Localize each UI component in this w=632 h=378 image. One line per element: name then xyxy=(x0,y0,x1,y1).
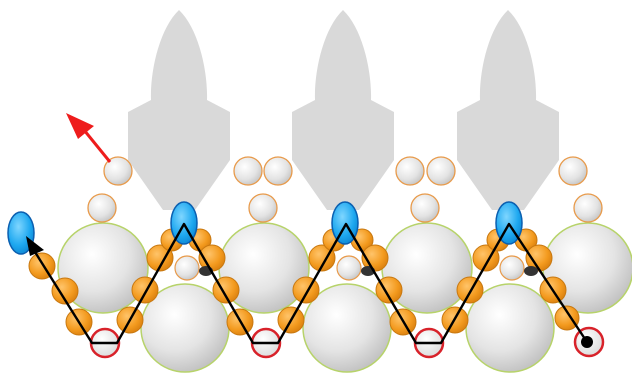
small-sphere xyxy=(573,193,603,223)
orange-atom xyxy=(554,305,580,331)
large-sphere xyxy=(465,283,555,373)
orange-atom xyxy=(375,276,403,304)
small-sphere xyxy=(263,156,293,186)
orange-atom xyxy=(308,244,336,272)
small-sphere xyxy=(87,193,117,223)
black-arrowhead-icon xyxy=(26,236,44,256)
small-sphere xyxy=(558,156,588,186)
small-sphere xyxy=(233,156,263,186)
small-sphere xyxy=(174,255,200,281)
black-dot-icon xyxy=(581,336,593,348)
small-sphere xyxy=(103,156,133,186)
orange-atom xyxy=(131,276,159,304)
tip-shape xyxy=(128,10,230,210)
tip-shapes xyxy=(128,10,559,210)
small-sphere xyxy=(336,255,362,281)
tip-shape xyxy=(292,10,394,210)
small-sphere xyxy=(395,156,425,186)
small-sphere xyxy=(499,255,525,281)
small-sphere xyxy=(426,156,456,186)
tip-shape xyxy=(457,10,559,210)
zigzag-path xyxy=(28,222,589,345)
large-sphere xyxy=(57,222,149,314)
orange-atom xyxy=(51,277,79,305)
small-spheres xyxy=(87,156,603,281)
orange-atom xyxy=(28,252,56,280)
orange-atom xyxy=(292,276,320,304)
orange-atom xyxy=(146,244,174,272)
dark-bond xyxy=(524,266,538,276)
small-sphere xyxy=(248,193,278,223)
small-sphere xyxy=(410,193,440,223)
red-arrow-icon xyxy=(66,113,112,163)
